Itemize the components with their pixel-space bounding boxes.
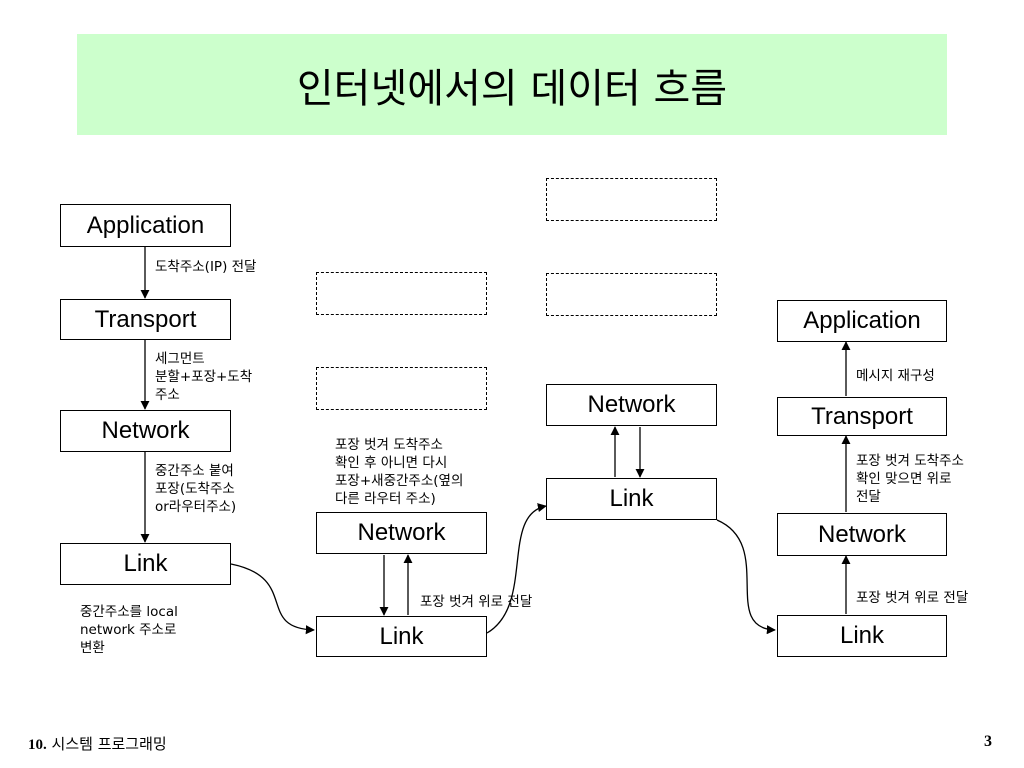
note-reassemble: 메시지 재구성 (856, 368, 935, 384)
receiver-application-label: Application (803, 307, 921, 334)
sender-link-label: Link (123, 550, 168, 577)
router1-link-label: Link (379, 622, 424, 650)
note-segment: 세그먼트 분할+포장+도착 주소 (155, 351, 253, 403)
note-unwrap-up-router: 포장 벗겨 위로 전달 (420, 594, 533, 610)
sender-network-box: Network (60, 410, 231, 452)
receiver-link-box: Link (777, 615, 947, 657)
page-number: 3 (984, 733, 992, 750)
router1-network-label: Network (357, 519, 446, 546)
wire-router1-link-to-router2-link (486, 503, 547, 634)
wire-sender-link-to-router1-link (230, 563, 315, 635)
receiver-link-label: Link (839, 622, 885, 649)
wire-router2-link-to-receiver-link (716, 519, 776, 635)
note-intermediate-address: 중간주소 붙여 포장(도착주소 or라우터주소) (155, 463, 237, 515)
sender-transport-box: Transport (60, 299, 231, 340)
router2-empty-middle-layer (546, 273, 717, 316)
footer-chapter-title: 시스템 프로그래밍 (51, 735, 167, 753)
page-title: 인터넷에서의 데이터 흐름 (296, 65, 728, 112)
router1-empty-middle-layer (316, 367, 487, 410)
router2-empty-upper-layer (546, 178, 717, 221)
router2-network-label: Network (587, 391, 676, 418)
receiver-network-label: Network (817, 520, 907, 548)
note-local-address: 중간주소를 local network 주소로 변환 (80, 604, 178, 656)
router2-link-box: Link (546, 478, 717, 520)
receiver-transport-box: Transport (777, 397, 947, 436)
sender-link-box: Link (60, 543, 231, 585)
receiver-network-box: Network (777, 513, 947, 556)
footer-chapter-number: 10. (28, 737, 47, 753)
router1-empty-upper-layer (316, 272, 487, 315)
sender-network-label: Network (101, 417, 190, 444)
router1-link-box: Link (316, 616, 487, 657)
note-dest-ip: 도착주소(IP) 전달 (155, 259, 257, 275)
title-banner: 인터넷에서의 데이터 흐름 (77, 34, 947, 135)
router2-network-box: Network (546, 384, 717, 426)
note-unwrap-up-receiver: 포장 벗겨 위로 전달 (856, 590, 969, 606)
router2-link-label: Link (609, 485, 654, 512)
receiver-transport-label: Transport (811, 402, 913, 430)
router1-network-box: Network (316, 512, 487, 554)
sender-application-label: Application (86, 211, 205, 239)
footer-chapter: 10. 시스템 프로그래밍 (28, 733, 167, 754)
note-router-check: 포장 벗겨 도착주소 확인 후 아니면 다시 포장+새중간주소(옆의 다른 라우… (335, 437, 464, 507)
note-dest-check: 포장 벗겨 도착주소 확인 맞으면 위로 전달 (856, 453, 964, 505)
receiver-application-box: Application (777, 300, 947, 342)
sender-transport-label: Transport (94, 305, 197, 333)
sender-application-box: Application (60, 204, 231, 247)
